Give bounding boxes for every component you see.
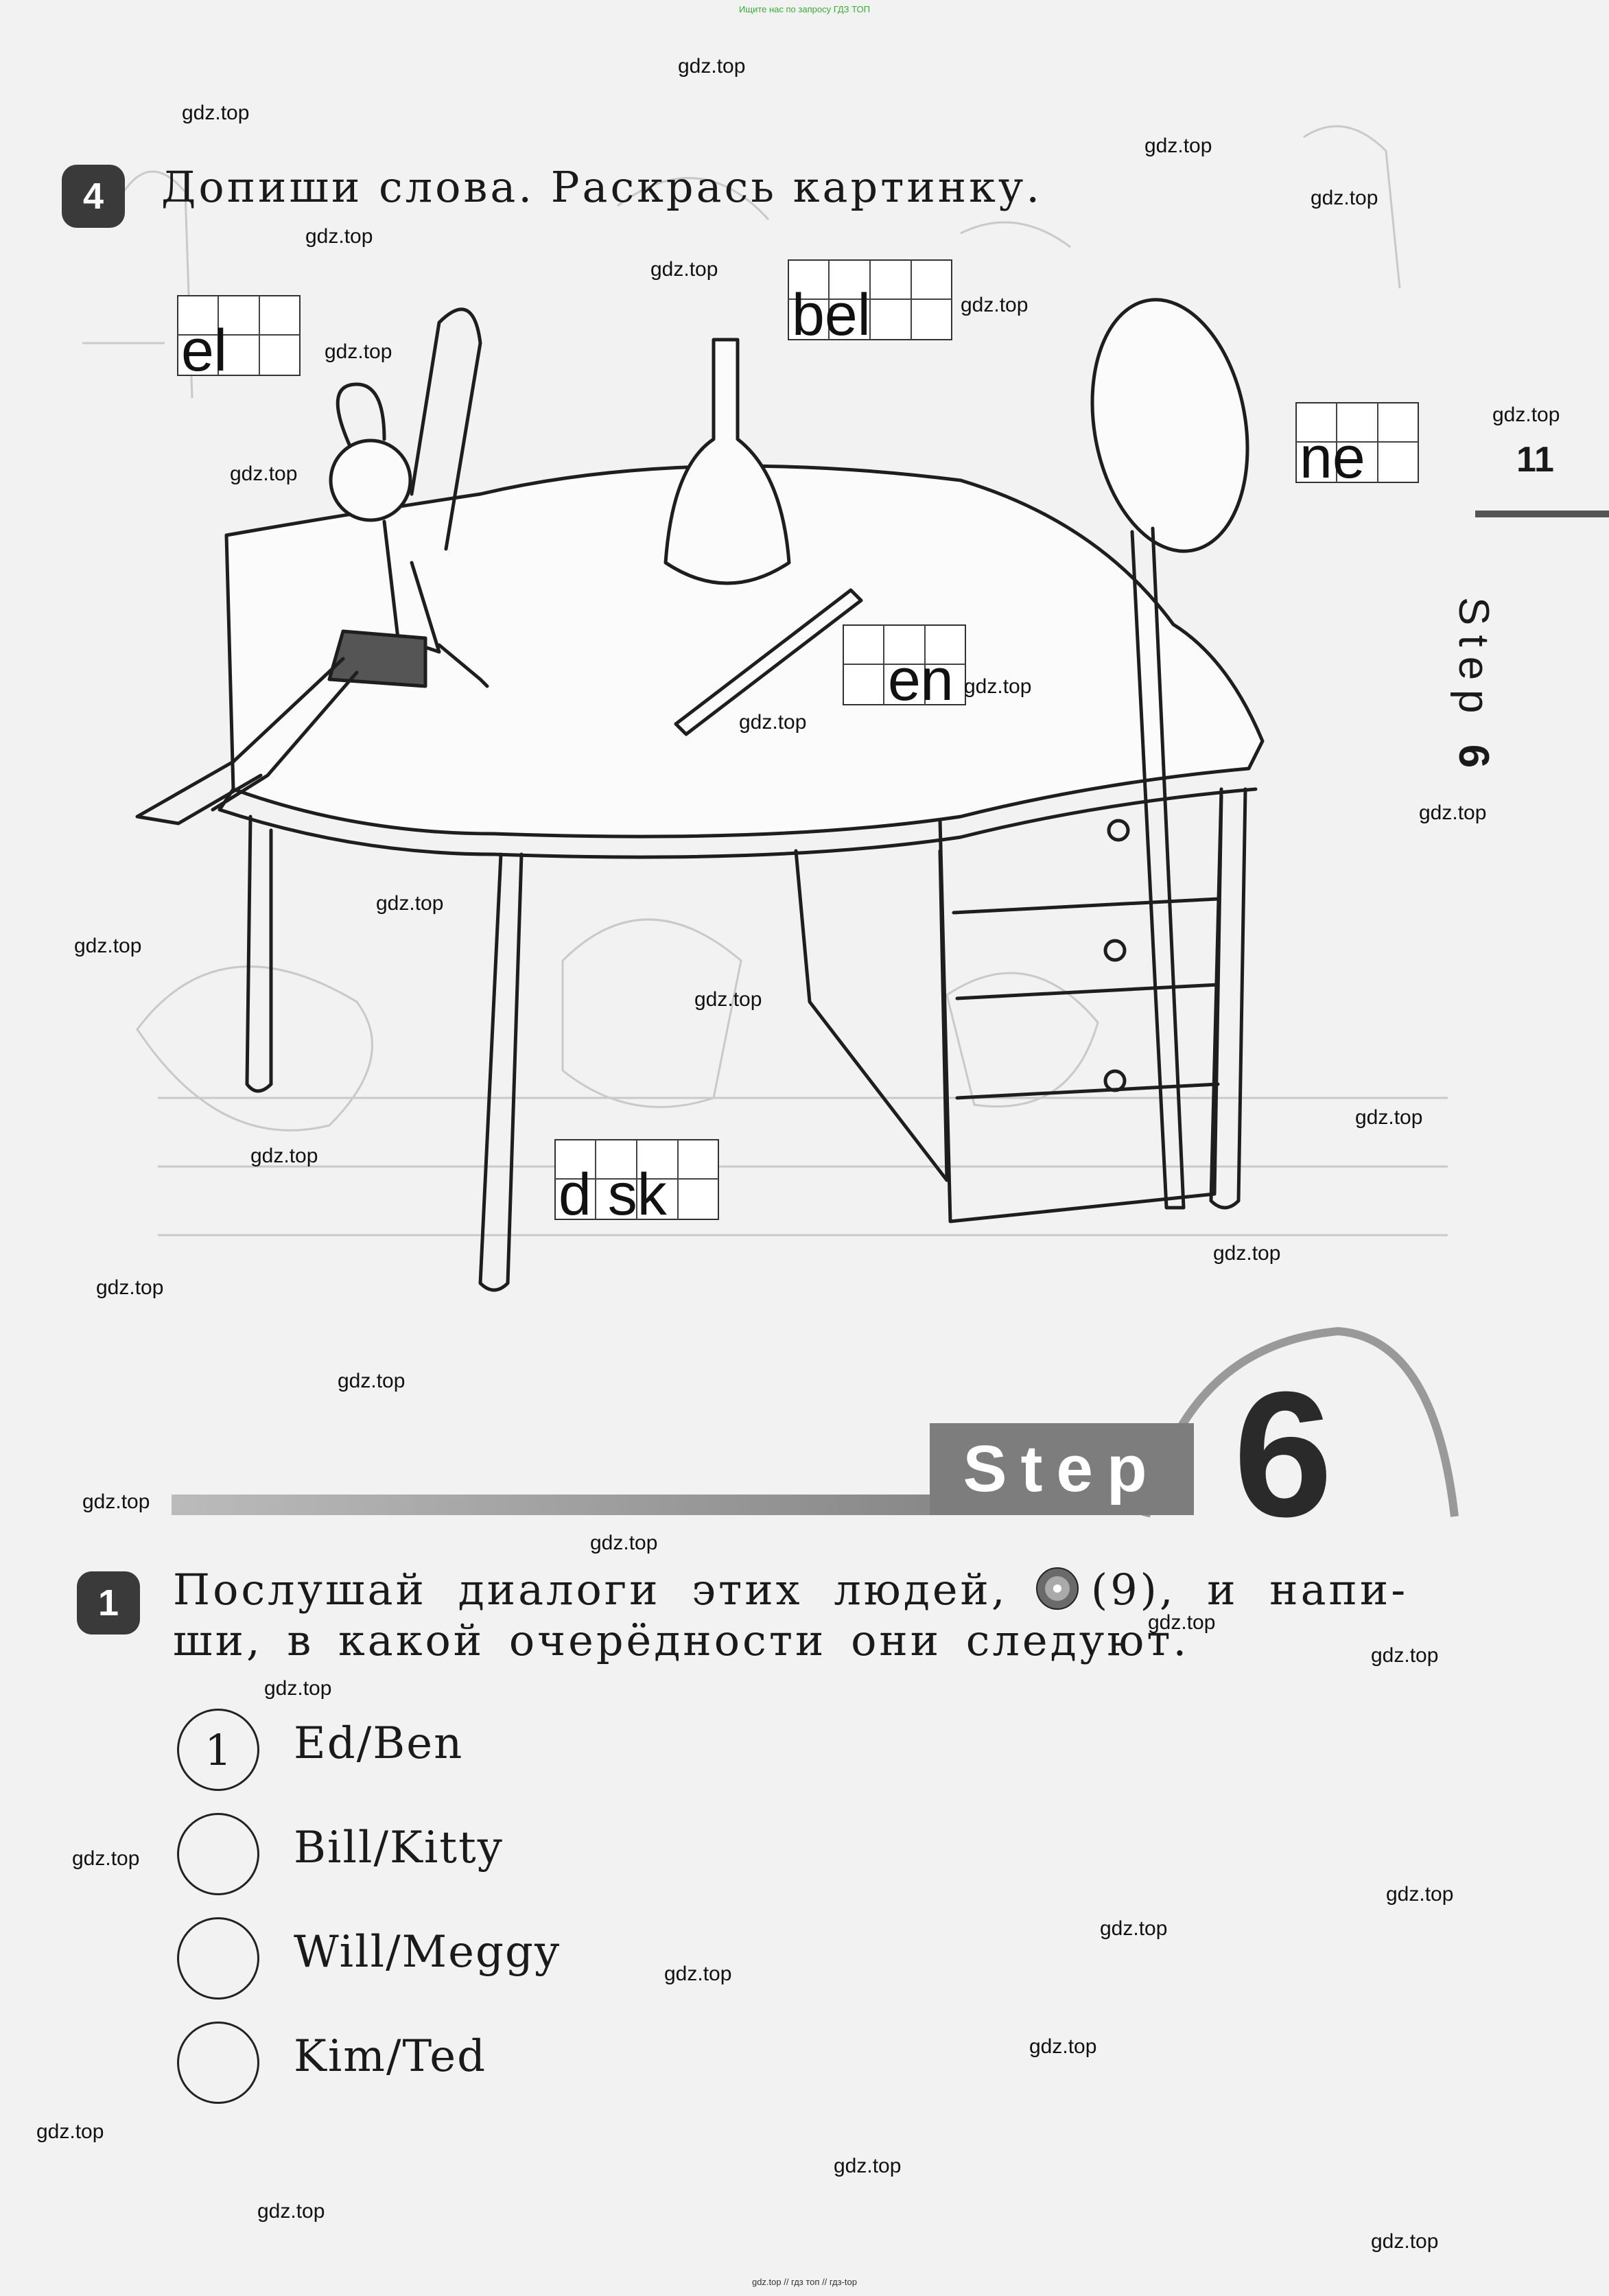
letter-grid <box>843 624 966 705</box>
watermark: gdz.top <box>96 1276 164 1299</box>
word-box-3[interactable]: ne <box>1295 402 1419 487</box>
pair-label: Ed/Ben <box>294 1718 464 1769</box>
letter-grid <box>554 1139 719 1220</box>
watermark: gdz.top <box>1029 2035 1097 2058</box>
watermark: gdz.top <box>1311 187 1378 209</box>
task-1-track: (9), и напи- <box>1091 1565 1409 1615</box>
footer-note: gdz.top // гдз топ // гдз-top <box>751 2277 858 2287</box>
top-notice: Ищите нас по запросу ГДЗ ТОП <box>739 4 870 14</box>
watermark: gdz.top <box>230 462 298 485</box>
task-1-instruction-line1: Послушай диалоги этих людей, <box>173 1565 1008 1615</box>
task-1-badge: 1 <box>77 1571 140 1635</box>
watermark: gdz.top <box>1355 1106 1423 1129</box>
side-step-label: Step 6 <box>1449 597 1498 777</box>
side-step-word: Step <box>1450 597 1497 723</box>
order-circle[interactable]: 1 <box>177 1709 259 1791</box>
word-box-4[interactable]: en <box>843 624 966 710</box>
watermark: gdz.top <box>36 2120 104 2143</box>
pair-label: Bill/Kitty <box>294 1823 504 1873</box>
audio-cd-icon <box>1036 1567 1079 1610</box>
watermark: gdz.top <box>264 1677 332 1700</box>
order-circle[interactable] <box>177 1917 259 2000</box>
letter-grid <box>788 259 952 340</box>
watermark: gdz.top <box>590 1532 658 1554</box>
word-fragment: el <box>181 318 227 384</box>
watermark: gdz.top <box>964 675 1032 698</box>
letter-grid <box>1295 402 1419 483</box>
watermark: gdz.top <box>1492 403 1560 426</box>
watermark: gdz.top <box>1144 134 1212 157</box>
watermark: gdz.top <box>250 1145 318 1167</box>
watermark: gdz.top <box>305 225 373 248</box>
side-step-number: 6 <box>1450 744 1497 778</box>
word-fragment: bel <box>792 282 871 348</box>
watermark: gdz.top <box>338 1370 406 1392</box>
watermark: gdz.top <box>650 258 718 281</box>
watermark: gdz.top <box>325 340 392 363</box>
watermark: gdz.top <box>182 102 250 124</box>
task-4-badge: 4 <box>62 165 125 228</box>
order-circle[interactable] <box>177 1813 259 1895</box>
watermark: gdz.top <box>1371 2230 1439 2253</box>
page-number: 11 <box>1516 440 1554 480</box>
watermark: gdz.top <box>1386 1883 1454 1906</box>
word-box-5[interactable]: d sk <box>554 1139 719 1224</box>
watermark: gdz.top <box>1419 801 1487 824</box>
step-banner-label: Step <box>930 1423 1194 1515</box>
side-divider <box>1475 511 1609 517</box>
word-fragment: en <box>888 647 954 713</box>
word-fragment: ne <box>1300 425 1365 491</box>
watermark: gdz.top <box>1100 1917 1168 1940</box>
word-box-1[interactable]: el <box>177 295 301 380</box>
watermark: gdz.top <box>257 2200 325 2223</box>
watermark: gdz.top <box>664 1963 732 1985</box>
word-box-2[interactable]: bel <box>788 259 952 344</box>
watermark: gdz.top <box>834 2155 902 2177</box>
task-1-instruction-line2: ши, в какой очерёдности они следуют. <box>173 1615 1190 1665</box>
watermark: gdz.top <box>1148 1611 1216 1634</box>
pair-label: Kim/Ted <box>294 2031 487 2082</box>
watermark: gdz.top <box>739 711 807 734</box>
letter-grid <box>177 295 301 376</box>
watermark: gdz.top <box>678 55 746 78</box>
word-fragment: d sk <box>559 1162 667 1228</box>
order-circle[interactable] <box>177 2022 259 2104</box>
watermark: gdz.top <box>1371 1644 1439 1667</box>
watermark: gdz.top <box>961 294 1029 316</box>
watermark: gdz.top <box>74 935 142 957</box>
order-value: 1 <box>204 1724 232 1775</box>
watermark: gdz.top <box>72 1847 140 1870</box>
watermark: gdz.top <box>694 988 762 1011</box>
task-4-instruction: Допиши слова. Раскрась картинку. <box>161 162 1043 212</box>
step-banner-number: 6 <box>1233 1355 1333 1554</box>
pair-label: Will/Meggy <box>294 1927 561 1978</box>
watermark: gdz.top <box>376 892 444 915</box>
watermark: gdz.top <box>1213 1242 1281 1265</box>
watermark: gdz.top <box>82 1490 150 1513</box>
